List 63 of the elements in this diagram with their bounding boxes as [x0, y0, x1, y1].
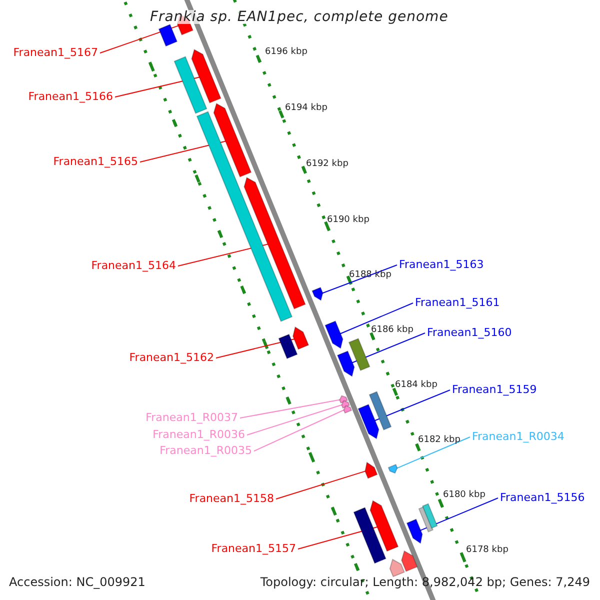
gene-label: Franean1_R0037 [146, 412, 238, 423]
gene-feature [364, 462, 378, 479]
leader-line [396, 436, 470, 469]
gene-label: Franean1_5160 [427, 327, 512, 338]
gene-feature [368, 391, 392, 430]
gene-label: Franean1_5166 [28, 91, 113, 102]
gene-feature [292, 326, 310, 350]
gene-feature [406, 518, 423, 544]
scale-label: 6192 kbp [306, 160, 348, 168]
gene-label: Franean1_R0036 [152, 429, 245, 440]
gene-label: Franean1_R0034 [472, 431, 564, 442]
scale-label: 6186 kbp [371, 326, 414, 334]
gene-feature [422, 503, 438, 529]
gene-label: Franean1_R0035 [160, 445, 252, 456]
scale-label: 6182 kbp [418, 436, 460, 444]
scale-label: 6194 kbp [285, 104, 328, 112]
leader-line [374, 390, 450, 422]
gene-feature [213, 102, 252, 178]
genome-summary: Topology: circular; Length: 8,982,042 bp; Genes: 7,249 [260, 576, 590, 588]
gene-feature [343, 405, 352, 414]
gene-label: Franean1_5167 [13, 47, 98, 58]
gene-label: Franean1_5158 [189, 493, 274, 504]
gene-feature [389, 558, 405, 578]
gene-feature [278, 334, 298, 360]
gene-label: Franean1_5156 [500, 492, 585, 503]
gene-feature [401, 550, 418, 572]
scale-label: 6184 kbp [395, 380, 438, 390]
gene-label: Franean1_5157 [211, 543, 296, 554]
scale-label: 6196 kbp [265, 48, 308, 56]
gene-feature [339, 395, 348, 404]
gene-feature [244, 176, 306, 310]
leader-line [419, 498, 498, 532]
scale-label: 6180 kbp [443, 490, 486, 500]
gene-feature [174, 56, 208, 114]
scale-label: 6178 kbp [466, 546, 508, 554]
gene-feature [348, 338, 370, 372]
gene-feature [336, 350, 355, 377]
gene-feature [158, 24, 178, 47]
gene-label: Franean1_5165 [53, 156, 138, 167]
gene-label: Franean1_5163 [399, 259, 484, 270]
gene-feature [353, 506, 386, 564]
gene-feature [358, 404, 380, 440]
gene-feature [312, 286, 324, 301]
leader-line [246, 404, 344, 436]
gene-label: Franean1_5159 [452, 384, 537, 395]
gene-feature [191, 48, 222, 104]
leader-line [321, 264, 398, 294]
gene-feature [324, 320, 344, 349]
leader-line [339, 302, 414, 334]
leader-line [240, 399, 342, 418]
map-title: Frankia sp. EAN1pec, complete genome [150, 10, 448, 24]
gene-feature [388, 464, 398, 474]
scale-label: 6188 kbp [349, 270, 392, 280]
gene-label: Franean1_5162 [129, 352, 214, 363]
gene-label: Franean1_5164 [91, 260, 176, 271]
leader-line [100, 24, 180, 54]
accession-note: Accession: NC_009921 [9, 576, 146, 588]
leader-line [276, 470, 367, 500]
scale-label: 6190 kbp [327, 216, 370, 224]
gene-feature [196, 111, 293, 322]
gene-feature [370, 500, 399, 552]
leader-line [254, 409, 346, 452]
gene-label: Franean1_5161 [415, 297, 500, 308]
